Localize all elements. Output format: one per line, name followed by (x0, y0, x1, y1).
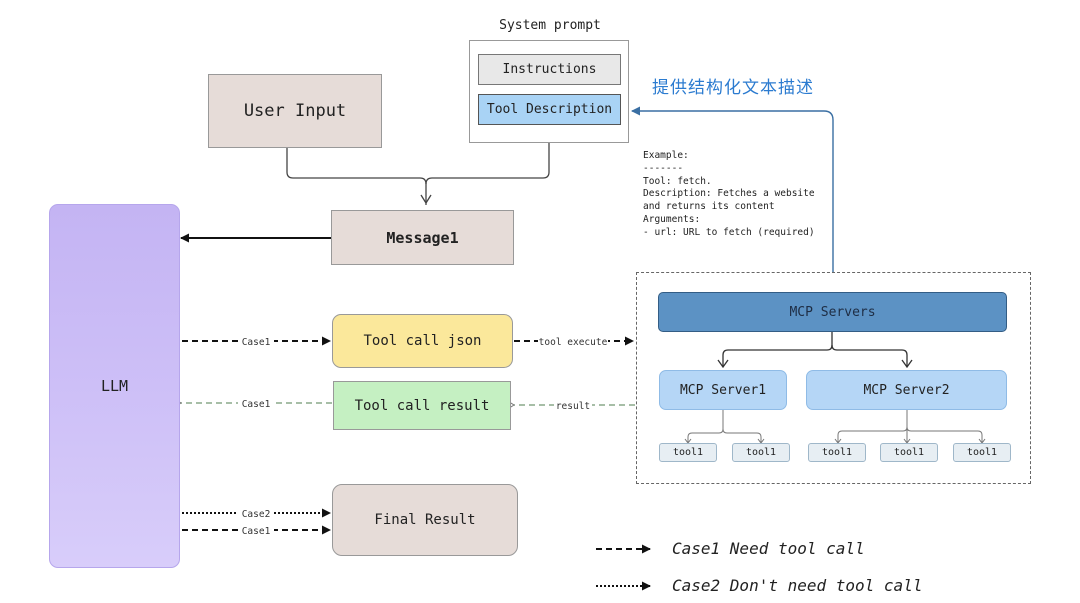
server1-branch (684, 410, 765, 444)
case1-label-top: Case1 (242, 337, 271, 348)
tool-call-json-node: Tool call json (332, 314, 513, 368)
userinput-to-message-line (286, 148, 427, 205)
example-line: Tool: fetch. (643, 175, 712, 187)
legend-case2-text: Case2 Don't need tool call (672, 576, 923, 595)
mcp-to-tooldesc-arrow (631, 106, 834, 272)
example-line: Example: (643, 150, 689, 161)
sysprompt-to-message-line (425, 143, 550, 185)
system-prompt-title: System prompt (499, 18, 601, 33)
tool-description-box: Tool Description (478, 94, 621, 125)
final-result-node: Final Result (332, 484, 518, 556)
tool-example-text: Example:-------Tool: fetch.Description: … (643, 150, 815, 240)
example-line: Arguments: (643, 213, 701, 225)
mcp-servers-node: MCP Servers (658, 292, 1007, 332)
tool-execute-label: tool execute (539, 337, 608, 348)
case2-label: Case2 (242, 509, 271, 520)
legend-case1-text: Case1 Need tool call (672, 539, 865, 558)
tool-node: tool1 (732, 443, 790, 462)
llm-node: LLM (49, 204, 180, 568)
tool-node: tool1 (808, 443, 866, 462)
user-input-node: User Input (208, 74, 382, 148)
mcp-server1-node: MCP Server1 (659, 370, 787, 410)
example-line: Description: Fetches a website (643, 188, 815, 200)
example-line: and returns its content (643, 201, 775, 213)
tool-node: tool1 (880, 443, 938, 462)
tool-node: tool1 (659, 443, 717, 462)
example-line: ------- (643, 162, 684, 174)
merge-arrowhead (420, 194, 432, 205)
mcp-server2-node: MCP Server2 (806, 370, 1007, 410)
example-line: - url: URL to fetch (required) (643, 226, 815, 238)
result-label: result (556, 401, 590, 412)
structured-text-annotation: 提供结构化文本描述 (652, 78, 814, 98)
case1-label-final: Case1 (242, 526, 271, 537)
case1-label-result: Case1 (242, 399, 271, 410)
tool-call-result-node: Tool call result (333, 381, 511, 430)
message1-node: Message1 (331, 210, 514, 265)
tool-node: tool1 (953, 443, 1011, 462)
instructions-box: Instructions (478, 54, 621, 85)
mcp-region (636, 272, 1031, 484)
